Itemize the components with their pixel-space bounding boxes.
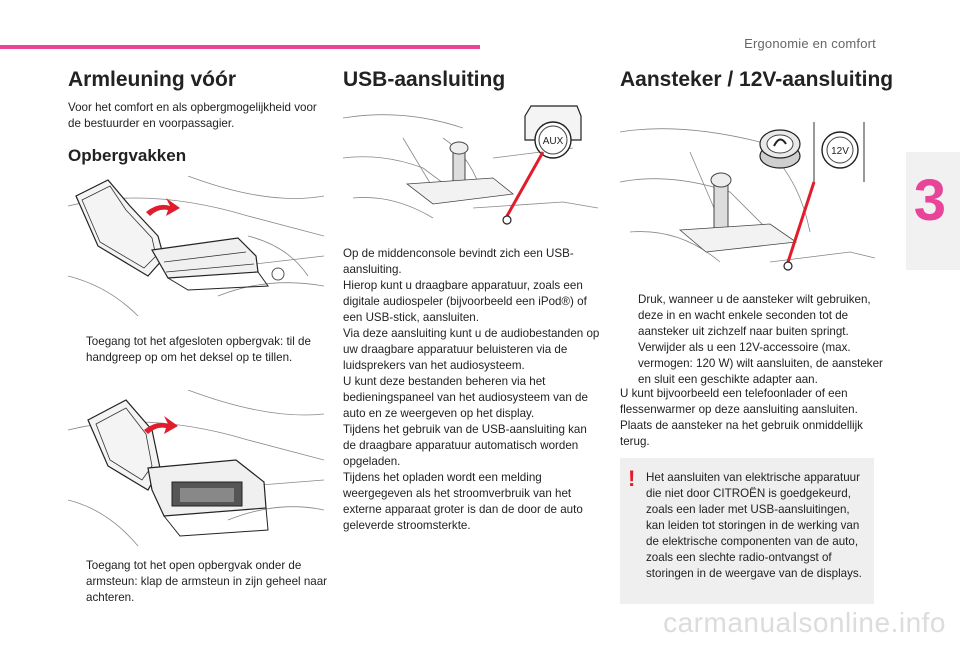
aux-socket-label: AUX — [543, 136, 564, 147]
armrest-intro: Voor het comfort en als opbergmogelijkhe… — [68, 101, 317, 130]
lighter-illustration: 12V — [620, 112, 875, 282]
armrest-open-illustration — [68, 390, 324, 550]
usb-console-illustration: AUX — [343, 98, 598, 228]
section-title: Ergonomie en comfort — [744, 36, 876, 51]
bullet-closed-storage-text: Toegang tot het afgesloten opbergvak: ti… — [86, 335, 311, 364]
heading-lighter: Aansteker / 12V-aansluiting — [620, 68, 894, 91]
usb-description: Op de middenconsole bevindt zich een USB… — [343, 247, 600, 532]
bullet-12v-accessory: Verwijder als u een 12V-accessoire (max.… — [620, 340, 892, 388]
bullet-open-storage-text: Toegang tot het open opbergvak onder de … — [86, 559, 328, 604]
watermark: carmanualsonline.info — [663, 607, 946, 638]
bullet-closed-storage: Toegang tot het afgesloten opbergvak: ti… — [68, 334, 341, 366]
warning-icon: ! — [628, 466, 636, 491]
socket-12v-label: 12V — [831, 146, 849, 157]
warning-text: Het aansluiten van elektrische apparatuu… — [646, 471, 862, 580]
heading-armrest: Armleuning vóór — [68, 68, 237, 91]
heading-usb: USB-aansluiting — [343, 68, 506, 91]
bullet-lighter-use: Druk, wanneer u de aansteker wilt gebrui… — [620, 292, 892, 340]
bullet-12v-accessory-text: Verwijder als u een 12V-accessoire (max.… — [638, 341, 883, 386]
chapter-tab — [906, 152, 960, 270]
bullet-lighter-use-text: Druk, wanneer u de aansteker wilt gebrui… — [638, 293, 871, 338]
chapter-number: 3 — [913, 168, 946, 233]
accent-bar — [0, 45, 480, 49]
lighter-description: U kunt bijvoorbeeld een telefoonlader of… — [620, 387, 863, 448]
heading-storage: Opbergvakken — [68, 146, 187, 165]
warning-box: ! Het aansluiten van elektrische apparat… — [620, 458, 874, 604]
bullet-open-storage: Toegang tot het open opbergvak onder de … — [68, 558, 341, 606]
armrest-closed-illustration — [68, 176, 324, 322]
